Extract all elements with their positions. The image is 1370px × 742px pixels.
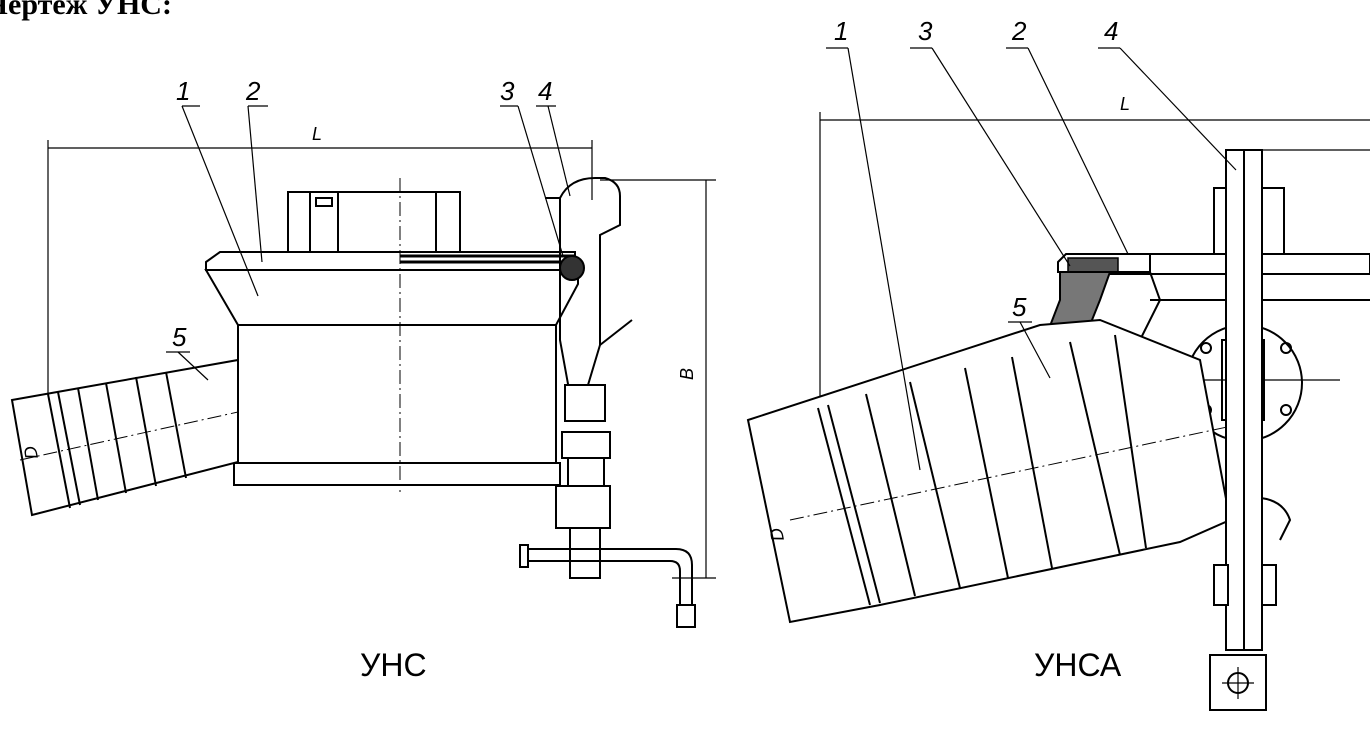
page-title: Чертеж УНС: <box>0 0 172 21</box>
uns-seal-ring <box>559 255 585 281</box>
uns-callouts: 1 2 3 4 5 <box>166 76 571 381</box>
uns-height-dimension: B <box>600 179 716 579</box>
unsa-drawing: L <box>746 16 1370 711</box>
uns-caption: УНС <box>360 647 427 683</box>
unsa-callout-3: 3 <box>918 16 933 46</box>
uns-nozzle: D <box>10 358 239 517</box>
uns-top-flange <box>287 191 461 253</box>
unsa-callout-5: 5 <box>1012 292 1027 322</box>
unsa-callout-2: 2 <box>1011 16 1027 46</box>
unsa-callout-4: 4 <box>1104 16 1118 46</box>
uns-handle <box>519 544 696 628</box>
uns-funnel-body <box>204 269 579 486</box>
uns-height-label: B <box>677 368 697 380</box>
unsa-length-dimension: L <box>819 94 1370 415</box>
uns-callout-1: 1 <box>176 76 190 106</box>
uns-callout-4: 4 <box>538 76 552 106</box>
uns-length-label: L <box>312 124 322 144</box>
unsa-callouts: 1 3 2 4 5 <box>826 16 1237 471</box>
uns-cover <box>205 251 576 285</box>
uns-callout-2: 2 <box>245 76 261 106</box>
uns-callout-3: 3 <box>500 76 515 106</box>
uns-callout-5: 5 <box>172 322 187 352</box>
unsa-shaft <box>1209 149 1277 711</box>
uns-drawing: L B <box>10 76 716 683</box>
unsa-callout-1: 1 <box>834 16 848 46</box>
uns-diameter-label: D <box>20 445 42 461</box>
unsa-length-label: L <box>1120 94 1130 114</box>
unsa-diameter-label: D <box>766 527 788 543</box>
uns-length-dimension: L <box>47 124 593 395</box>
uns-hinge-arm <box>545 177 633 579</box>
unsa-caption: УНСА <box>1034 647 1122 683</box>
